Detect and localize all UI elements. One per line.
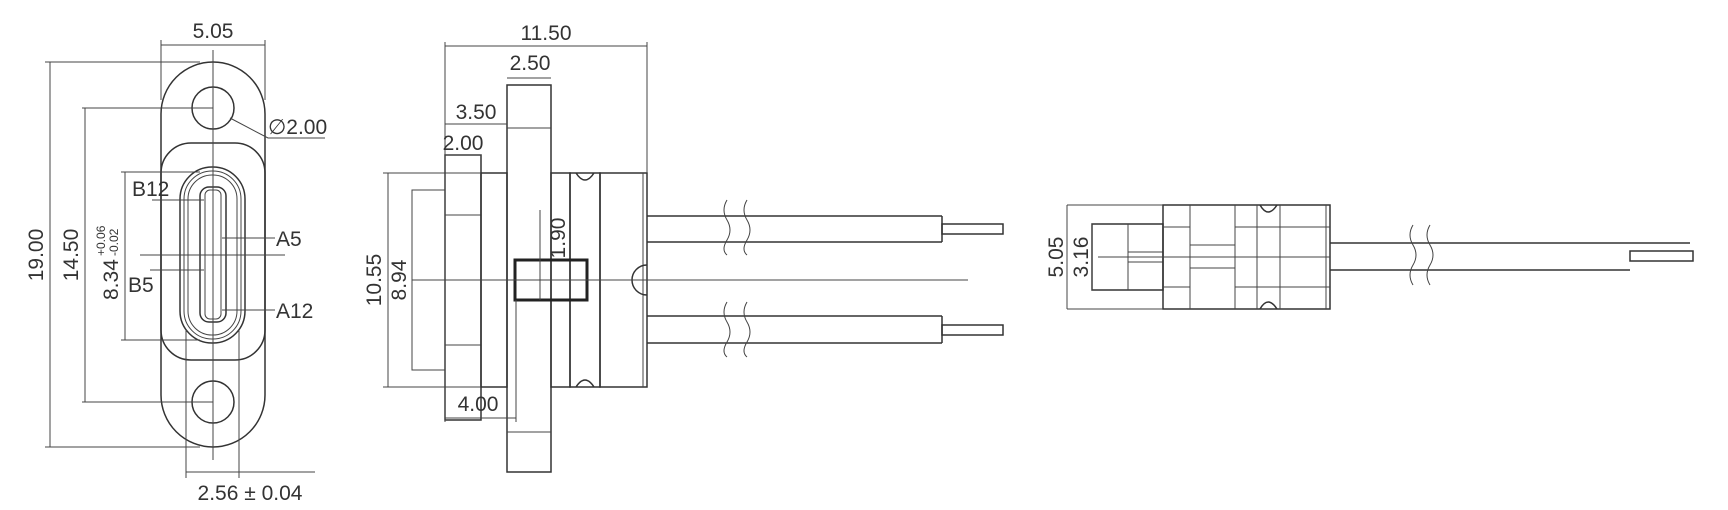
opening-width-dimension: 2.56 ± 0.04 xyxy=(198,482,303,505)
height-dimension: 19.00 xyxy=(25,229,48,282)
top-inner-height-dimension: 3.16 xyxy=(1070,237,1093,278)
pin-label-b5: B5 xyxy=(128,274,154,297)
front-view: 5.05 19.00 14.50 8.34 +0.06 -0.02 B12 A5… xyxy=(25,20,327,505)
pin-label-b12: B12 xyxy=(132,178,169,201)
flange-thickness-dimension: 2.50 xyxy=(510,52,551,75)
top-view: 5.05 3.16 xyxy=(1045,204,1694,310)
pin-label-a12: A12 xyxy=(276,300,313,323)
slot-dimension: 1.90 xyxy=(547,218,570,259)
plate-thickness-dimension: 2.00 xyxy=(443,132,484,155)
tolerance-lower: -0.02 xyxy=(107,228,121,256)
depth-dimension: 4.00 xyxy=(458,393,499,416)
pin-label-a5: A5 xyxy=(276,228,302,251)
width-dimension: 5.05 xyxy=(193,20,234,43)
hole-diameter-dimension: ∅2.00 xyxy=(268,116,327,139)
side-view: 1.90 11.50 2.50 3.50 2.00 10.55 8.94 4.0… xyxy=(363,22,1004,473)
length-dimension: 11.50 xyxy=(521,22,572,45)
flange-offset-dimension: 3.50 xyxy=(456,101,497,124)
hole-pitch-dimension: 14.50 xyxy=(60,229,83,282)
tolerance-upper: +0.06 xyxy=(94,225,108,256)
inner-height-dimension: 8.94 xyxy=(388,259,411,300)
break-mark-icon xyxy=(1409,224,1434,286)
top-outer-height-dimension: 5.05 xyxy=(1045,237,1068,278)
break-mark-icon xyxy=(723,199,751,256)
wires xyxy=(647,199,1004,358)
outer-height-dimension: 10.55 xyxy=(363,254,386,307)
front-plate xyxy=(444,154,482,421)
opening-height-dimension: 8.34 xyxy=(100,259,123,300)
